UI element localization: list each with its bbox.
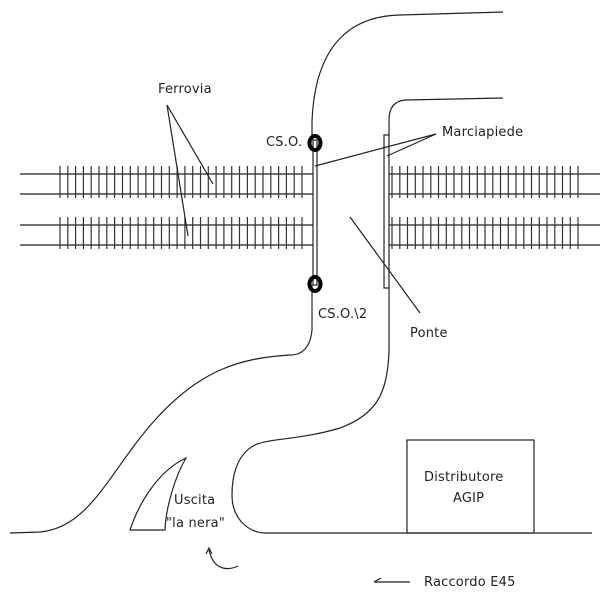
sidewalk-left [312,139,318,286]
label-distributore-1: Distributore [424,470,503,485]
uscita-arrow-icon [205,546,239,570]
sidewalk-right [383,134,390,289]
track-south [20,217,600,249]
leader-marciapiede-1 [314,133,437,167]
cso-marker-2[interactable] [307,275,323,293]
label-distributore-2: AGIP [453,491,484,506]
track-north [20,166,600,198]
road-edge-right-lower [231,288,592,534]
label-raccordo: Raccordo E45 [424,575,516,590]
sleepers [391,217,579,249]
road-edge-right [388,97,504,135]
exit-island [129,456,188,531]
road-edge-left [311,11,504,140]
leader-ponte [349,216,421,314]
label-ferrovia: Ferrovia [158,82,212,97]
leader-ferrovia-1 [166,104,214,185]
gas-station-box[interactable] [406,439,535,534]
label-cso-1: CS.O. [266,135,302,150]
raccordo-arrow-icon [373,577,410,583]
label-cso-2: CS.O.\2 [318,307,367,322]
label-marciapiede: Marciapiede [442,125,523,140]
sleepers [59,166,303,198]
label-uscita-1: Uscita [174,493,215,508]
road-edge-left-lower [9,285,313,534]
railway [20,166,600,249]
sleepers [391,166,579,198]
leader-lines [166,104,437,314]
sleepers [59,217,303,249]
label-uscita-2: "la nera" [166,516,225,531]
leader-ferrovia-2 [166,104,189,237]
cso-marker-1[interactable] [307,134,323,152]
leader-marciapiede-2 [386,133,437,157]
label-ponte: Ponte [410,326,448,341]
